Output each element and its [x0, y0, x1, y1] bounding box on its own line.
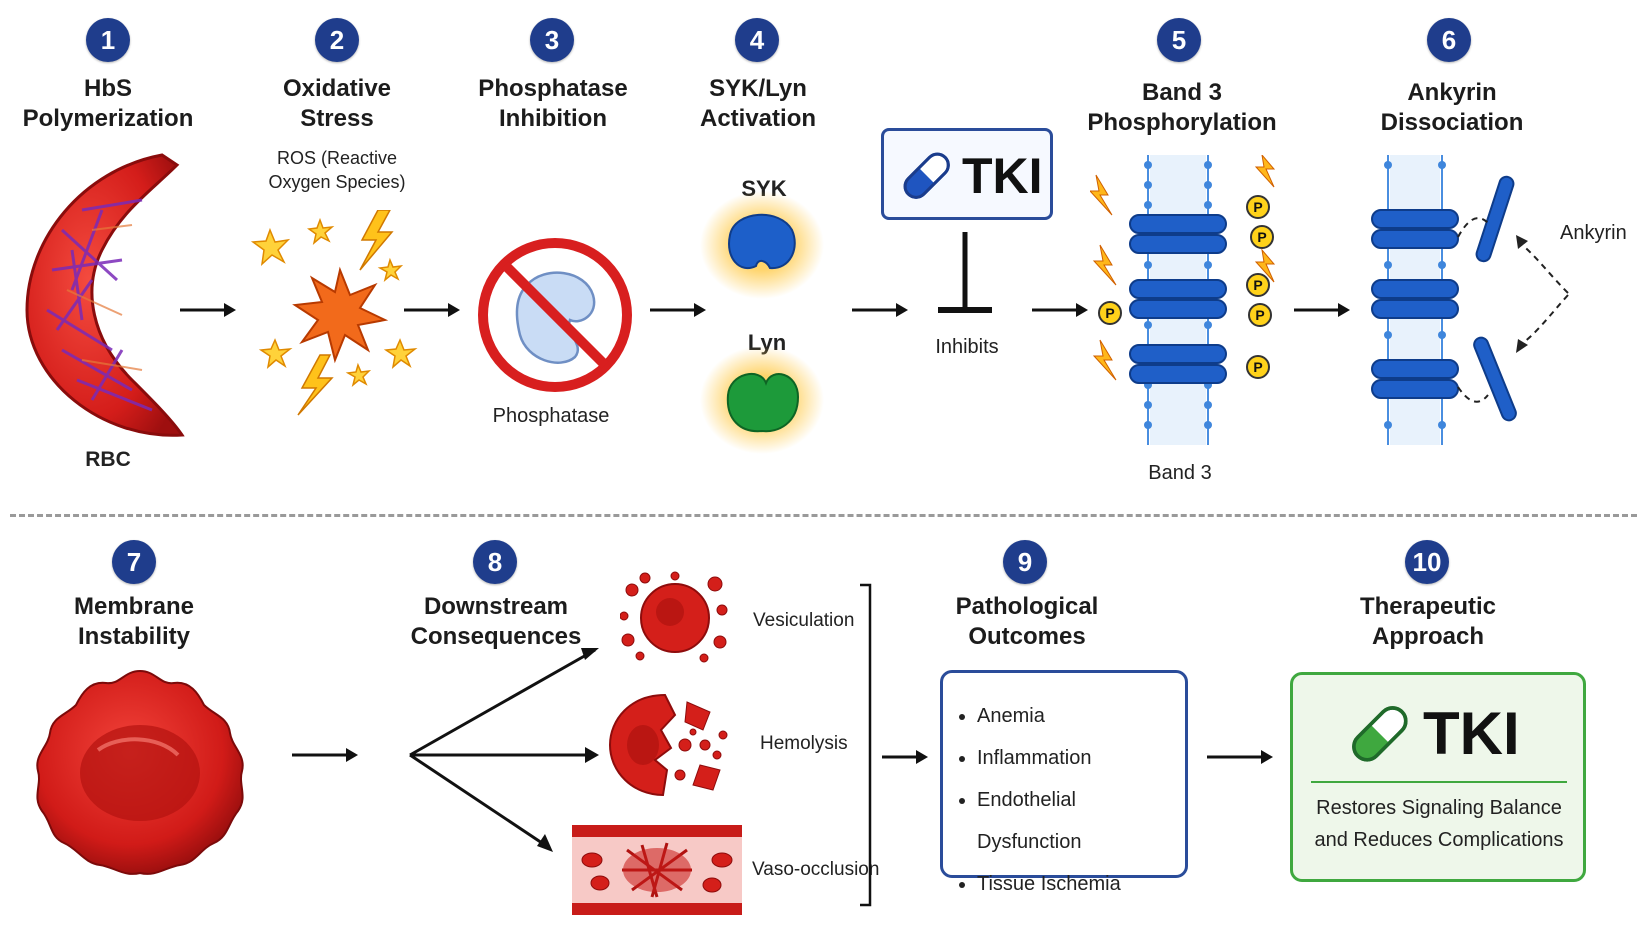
- therapy-line2: and Reduces Complications: [1314, 829, 1564, 851]
- ros-label-line1: ROS (Reactive: [276, 148, 398, 168]
- step-4-badge: 4: [735, 18, 779, 62]
- green-capsule-icon: [1352, 706, 1408, 762]
- step-3-badge: 3: [530, 18, 574, 62]
- arrow-2-3: [404, 303, 460, 317]
- step-8-badge: 8: [473, 540, 517, 584]
- p-badge-4: P: [1253, 277, 1262, 293]
- therapy-divider: [1311, 781, 1567, 783]
- vesiculation-label: Vesiculation: [753, 610, 855, 631]
- outcome-item: Tissue Ischemia: [977, 863, 1169, 905]
- step-6-badge: 6: [1427, 18, 1471, 62]
- outcome-item: Anemia: [977, 695, 1169, 737]
- step-10-badge: 10: [1405, 540, 1449, 584]
- ros-label-line2: Oxygen Species): [268, 172, 406, 192]
- arrow-4-tki: [852, 303, 908, 317]
- band3-membrane-illustration: PP PP PP: [1090, 155, 1276, 445]
- step-5-badge: 5: [1157, 18, 1201, 62]
- step-2-badge: 2: [315, 18, 359, 62]
- step-1-badge: 1: [86, 18, 130, 62]
- section-divider: [10, 514, 1637, 517]
- tki-label: TKI: [962, 148, 1043, 204]
- band3-label: Band 3: [1148, 462, 1212, 484]
- outcome-item: Endothelial Dysfunction: [977, 779, 1169, 863]
- outcome-item: Inflammation: [977, 737, 1169, 779]
- lyn-kinase-icon: [700, 346, 824, 454]
- p-badge-2: P: [1257, 229, 1266, 245]
- hemolysis-illustration: [608, 693, 728, 797]
- inhibition-bar: [938, 232, 992, 313]
- branching-arrows: [409, 648, 599, 852]
- arrow-tki-5: [1032, 303, 1088, 317]
- phosphatase-inhibited-icon: [478, 238, 632, 392]
- arrow-5-6: [1294, 303, 1350, 317]
- ankyrin-label: Ankyrin: [1560, 222, 1627, 244]
- outcomes-list: Anemia Inflammation Endothelial Dysfunct…: [959, 695, 1169, 905]
- sickle-rbc-illustration: [25, 153, 185, 437]
- p-badge-6: P: [1253, 359, 1262, 375]
- arrow-8-9: [882, 750, 928, 764]
- step-9-badge: 9: [1003, 540, 1047, 584]
- arrow-1-2: [180, 303, 236, 317]
- tki-inhibitor-box: TKI: [881, 128, 1053, 220]
- ankyrin-dissociation-illustration: [1371, 155, 1569, 445]
- arrow-3-4: [650, 303, 706, 317]
- capsule-icon: [903, 152, 950, 199]
- p-badge-3: P: [1105, 305, 1114, 321]
- unstable-rbc-illustration: [36, 669, 244, 875]
- step-7-badge: 7: [112, 540, 156, 584]
- syk-kinase-icon: [700, 191, 824, 299]
- p-badge-5: P: [1255, 307, 1264, 323]
- ros-burst-illustration: [250, 210, 418, 416]
- arrow-9-10: [1207, 750, 1273, 764]
- consequences-bracket: [860, 583, 872, 907]
- rbc-label: RBC: [85, 448, 131, 471]
- p-badge-1: P: [1253, 199, 1262, 215]
- outcomes-box: Anemia Inflammation Endothelial Dysfunct…: [940, 670, 1188, 895]
- inhibits-label: Inhibits: [935, 336, 999, 358]
- hemolysis-label: Hemolysis: [760, 733, 848, 754]
- phosphatase-label: Phosphatase: [492, 405, 610, 427]
- vesiculation-illustration: [620, 571, 728, 663]
- therapy-drug-label: TKI: [1423, 700, 1520, 767]
- vaso-occlusion-illustration: [572, 825, 742, 915]
- vaso-occlusion-label: Vaso-occlusion: [752, 859, 880, 880]
- therapeutic-box: TKI Restores Signaling Balance and Reduc…: [1290, 672, 1586, 882]
- arrow-7-8: [292, 748, 358, 762]
- therapy-line1: Restores Signaling Balance: [1316, 797, 1562, 819]
